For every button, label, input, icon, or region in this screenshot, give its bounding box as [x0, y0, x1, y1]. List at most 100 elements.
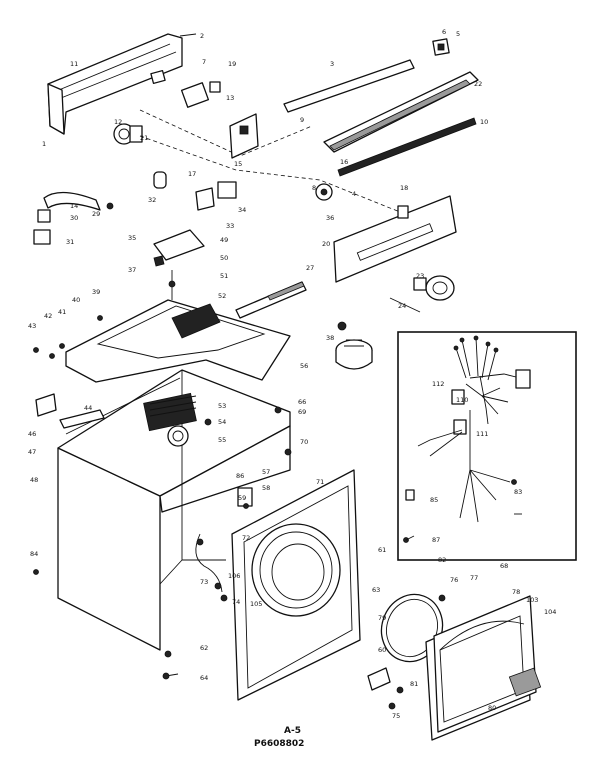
callout-number: 40 [72, 296, 80, 304]
callout-number: 35 [128, 234, 136, 242]
callout-number: 9 [300, 116, 304, 124]
small-bracket [150, 69, 166, 85]
callout-number: 42 [44, 312, 52, 320]
callout-number: 81 [410, 680, 418, 688]
callout-number: 43 [28, 322, 36, 330]
callout-number: 21 [140, 134, 148, 142]
lid-switch [153, 229, 205, 267]
callout-number: 1 [42, 140, 46, 148]
callout-number: 74 [232, 598, 240, 606]
screws [33, 315, 103, 359]
callout-number: 60 [378, 646, 386, 654]
callout-number: 33 [226, 222, 234, 230]
callout-number: 17 [188, 170, 196, 178]
callout-number: 49 [220, 236, 228, 244]
timer-switch [180, 81, 221, 108]
callout-number: 4 [352, 190, 356, 198]
callout-number: 31 [66, 238, 74, 246]
door [425, 595, 542, 741]
timer-knob [113, 123, 143, 145]
callout-number: 46 [28, 430, 36, 438]
callout-number: 15 [234, 160, 242, 168]
callout-number: 41 [58, 308, 66, 316]
callout-number: 55 [218, 436, 226, 444]
callout-number: 70 [300, 438, 308, 446]
callout-number: 19 [228, 60, 236, 68]
leader-line [179, 33, 197, 37]
callout-number: 61 [378, 546, 386, 554]
callout-number: 8 [312, 184, 316, 192]
callout-number: 72 [242, 534, 250, 542]
door-latch [367, 594, 446, 710]
callout-number: 37 [128, 266, 136, 274]
callout-number: 23 [416, 272, 424, 280]
callout-number: 104 [544, 608, 556, 616]
callout-number: 87 [432, 536, 440, 544]
callout-number: 52 [218, 292, 226, 300]
callout-number: 11 [70, 60, 78, 68]
view-label: A-5 [284, 726, 301, 736]
callout-number: 34 [238, 206, 246, 214]
callout-number: 24 [398, 302, 406, 310]
callout-number: 29 [92, 210, 100, 218]
callout-number: 20 [322, 240, 330, 248]
callout-number: 7 [202, 58, 206, 66]
callout-number: 106 [228, 572, 240, 580]
callout-number: 59 [238, 494, 246, 502]
callout-number: 75 [392, 712, 400, 720]
leader-line [389, 297, 421, 313]
callout-number: 69 [298, 408, 306, 416]
callout-number: 50 [220, 254, 228, 262]
wire-harness-clip [195, 533, 228, 602]
callout-number: 71 [316, 478, 324, 486]
assembly-leader [139, 109, 313, 157]
agitator-shaft [168, 270, 176, 300]
callout-number: 10 [480, 118, 488, 126]
callout-number: 105 [250, 600, 262, 608]
callout-number: 103 [526, 596, 538, 604]
control-panel-end-cap [47, 33, 183, 135]
door-hinge [237, 487, 253, 509]
callout-number: 58 [262, 484, 270, 492]
console-backsplash [333, 195, 457, 283]
callout-number: 48 [30, 476, 38, 484]
callout-number: 80 [488, 704, 496, 712]
callout-number: 39 [92, 288, 100, 296]
wire-harness-inset [397, 331, 577, 561]
callout-number: 56 [300, 362, 308, 370]
knob [315, 183, 409, 219]
callout-number: 2 [200, 32, 204, 40]
callout-number: 3 [330, 60, 334, 68]
dispenser-bar [235, 281, 307, 319]
callout-number: 14 [70, 202, 78, 210]
cabinet-screws [33, 406, 292, 680]
top-cover [65, 299, 291, 383]
callout-number: 84 [30, 550, 38, 558]
callout-number: 111 [476, 430, 488, 438]
callout-number: 79 [378, 614, 386, 622]
callout-number: 30 [70, 214, 78, 222]
fabric-softener-dispenser [335, 321, 373, 370]
callout-number: 83 [514, 488, 522, 496]
callout-number: 36 [326, 214, 334, 222]
callout-number: 38 [326, 334, 334, 342]
relay [153, 171, 237, 211]
callout-number: 86 [236, 472, 244, 480]
callout-number: 13 [226, 94, 234, 102]
callout-number: 6 [442, 28, 446, 36]
callout-number: 57 [262, 468, 270, 476]
callout-number: 32 [148, 196, 156, 204]
console-bracket [229, 113, 259, 159]
callout-number: 47 [28, 448, 36, 456]
bracket [35, 393, 105, 429]
callout-number: 66 [298, 398, 306, 406]
switch [432, 38, 450, 56]
callout-number: 62 [200, 644, 208, 652]
callout-number: 12 [114, 118, 122, 126]
callout-number: 44 [84, 404, 92, 412]
callout-number: 73 [200, 578, 208, 586]
pulley [413, 275, 455, 301]
callout-number: 85 [430, 496, 438, 504]
